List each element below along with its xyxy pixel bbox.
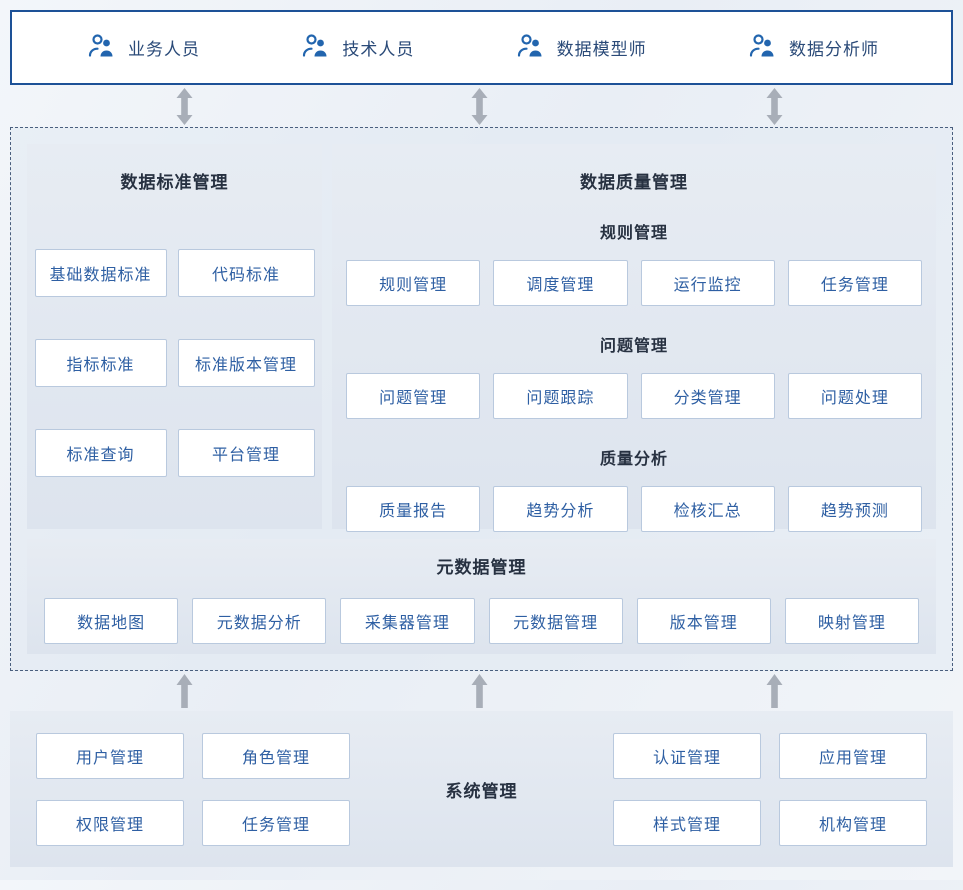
quality-row: 规则管理 调度管理 运行监控 任务管理 bbox=[346, 260, 922, 306]
module-box: 运行监控 bbox=[640, 260, 775, 306]
module-box: 趋势分析 bbox=[493, 486, 628, 532]
system-left-grid: 用户管理 角色管理 权限管理 任务管理 bbox=[36, 732, 350, 846]
connector-row-bottom bbox=[10, 671, 953, 711]
architecture-diagram: 业务人员 技术人员 数据模型师 bbox=[0, 10, 963, 890]
role-item: 业务人员 bbox=[88, 33, 200, 63]
role-label: 数据分析师 bbox=[788, 40, 879, 59]
double-arrow-icon bbox=[471, 88, 488, 130]
standards-grid: 基础数据标准 代码标准 指标标准 标准版本管理 标准查询 平台管理 bbox=[27, 249, 322, 477]
module-box: 权限管理 bbox=[36, 799, 184, 846]
module-box: 映射管理 bbox=[784, 598, 919, 644]
module-box: 调度管理 bbox=[493, 260, 628, 306]
quality-section-title: 问题管理 bbox=[599, 338, 668, 355]
module-box: 分类管理 bbox=[640, 373, 775, 419]
module-box: 问题管理 bbox=[346, 373, 481, 419]
people-icon bbox=[88, 33, 115, 63]
role-item: 技术人员 bbox=[302, 33, 414, 63]
module-box: 质量报告 bbox=[346, 486, 481, 532]
module-box: 基础数据标准 bbox=[34, 249, 167, 297]
metadata-panel-title: 元数据管理 bbox=[436, 558, 527, 577]
module-box: 趋势预测 bbox=[787, 486, 922, 532]
module-box: 角色管理 bbox=[202, 732, 350, 779]
module-box: 规则管理 bbox=[346, 260, 481, 306]
standards-panel: 数据标准管理 基础数据标准 代码标准 指标标准 标准版本管理 标准查询 平台管理 bbox=[27, 144, 322, 529]
system-panel: 用户管理 角色管理 权限管理 任务管理 系统管理 认证管理 应用管理 样式管理 … bbox=[10, 711, 953, 867]
module-box: 检核汇总 bbox=[640, 486, 775, 532]
module-box: 版本管理 bbox=[636, 598, 771, 644]
module-box: 用户管理 bbox=[36, 732, 184, 779]
quality-panel: 数据质量管理 规则管理 规则管理 调度管理 运行监控 任务管理 问题管理 问题管… bbox=[332, 144, 936, 532]
module-box: 平台管理 bbox=[177, 429, 315, 477]
up-arrow-icon bbox=[471, 674, 488, 713]
system-right-grid: 认证管理 应用管理 样式管理 机构管理 bbox=[613, 732, 927, 846]
role-label: 技术人员 bbox=[342, 40, 415, 59]
module-box: 任务管理 bbox=[202, 799, 350, 846]
roles-bar: 业务人员 技术人员 数据模型师 bbox=[10, 10, 953, 85]
role-label: 业务人员 bbox=[128, 40, 200, 59]
double-arrow-icon bbox=[766, 88, 783, 130]
module-box: 代码标准 bbox=[177, 249, 315, 297]
people-icon bbox=[302, 33, 329, 63]
module-box: 采集器管理 bbox=[340, 598, 475, 644]
module-box: 指标标准 bbox=[34, 339, 167, 387]
metadata-panel: 元数据管理 数据地图 元数据分析 采集器管理 元数据管理 版本管理 映射管理 bbox=[27, 539, 936, 654]
module-box: 元数据分析 bbox=[192, 598, 327, 644]
module-box: 应用管理 bbox=[779, 732, 927, 779]
people-icon bbox=[749, 33, 776, 63]
up-arrow-icon bbox=[766, 674, 783, 713]
connector-row-top bbox=[10, 85, 953, 127]
module-box: 问题跟踪 bbox=[493, 373, 628, 419]
role-item: 数据分析师 bbox=[749, 33, 879, 63]
system-panel-title: 系统管理 bbox=[445, 781, 518, 801]
quality-panel-title: 数据质量管理 bbox=[580, 173, 688, 192]
module-box: 标准查询 bbox=[34, 429, 167, 477]
module-box: 元数据管理 bbox=[488, 598, 623, 644]
module-box: 样式管理 bbox=[613, 799, 761, 846]
quality-row: 质量报告 趋势分析 检核汇总 趋势预测 bbox=[346, 486, 922, 532]
quality-section-title: 质量分析 bbox=[599, 451, 668, 468]
quality-section-title: 规则管理 bbox=[599, 225, 668, 242]
top-panels: 数据标准管理 基础数据标准 代码标准 指标标准 标准版本管理 标准查询 平台管理… bbox=[27, 144, 936, 532]
module-box: 问题处理 bbox=[787, 373, 922, 419]
module-box: 机构管理 bbox=[779, 799, 927, 846]
platform-boundary: 数据标准管理 基础数据标准 代码标准 指标标准 标准版本管理 标准查询 平台管理… bbox=[10, 127, 953, 671]
metadata-grid: 数据地图 元数据分析 采集器管理 元数据管理 版本管理 映射管理 bbox=[44, 598, 919, 644]
people-icon bbox=[517, 33, 544, 63]
module-box: 任务管理 bbox=[787, 260, 922, 306]
role-label: 数据模型师 bbox=[556, 40, 647, 59]
module-box: 数据地图 bbox=[44, 598, 179, 644]
up-arrow-icon bbox=[176, 674, 193, 713]
module-box: 认证管理 bbox=[613, 732, 761, 779]
standards-panel-title: 数据标准管理 bbox=[120, 173, 229, 192]
module-box: 标准版本管理 bbox=[177, 339, 315, 387]
quality-row: 问题管理 问题跟踪 分类管理 问题处理 bbox=[346, 373, 922, 419]
role-item: 数据模型师 bbox=[517, 33, 647, 63]
double-arrow-icon bbox=[176, 88, 193, 130]
